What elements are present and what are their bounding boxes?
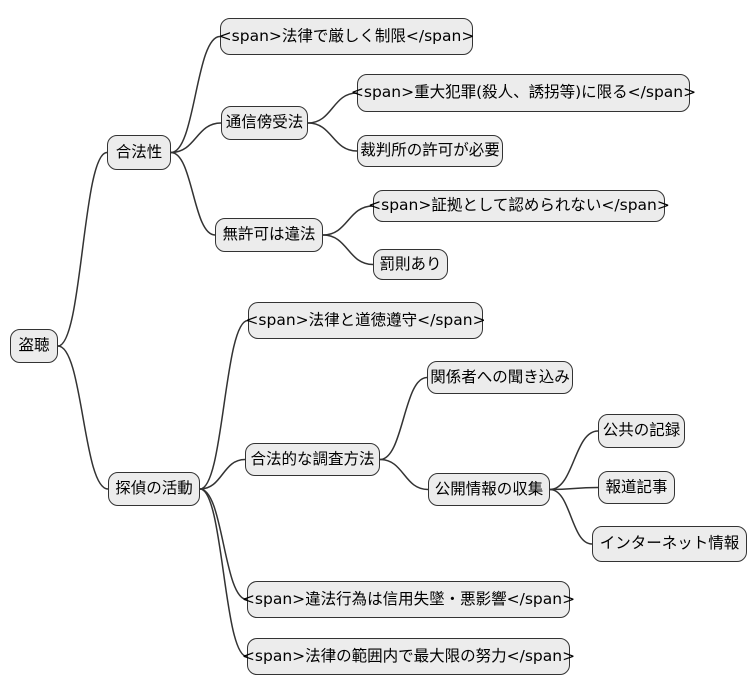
mindmap-node-label: <span>違法行為は信用失墜・悪影響</span> (241, 589, 576, 608)
mindmap-node-label: 報道記事 (605, 477, 668, 496)
mindmap-node-root: 盗聴 (10, 329, 58, 363)
mindmap-node-label: 合法的な調査方法 (250, 449, 375, 468)
mindmap-node-public-records: 公共の記録 (598, 414, 685, 448)
mindmap-node-label: 探偵の活動 (115, 479, 193, 498)
mindmap-node-label: 公開情報の収集 (434, 479, 544, 498)
mindmap-edge-root-legality (57, 151, 108, 347)
mindmap-edge-detective-illegal-acts (199, 488, 248, 601)
mindmap-node-public-info: 公開情報の収集 (428, 473, 550, 506)
mindmap-edge-wiretap-law-court-permission (307, 122, 358, 152)
mindmap-node-interviews: 関係者への聞き込み (427, 361, 573, 394)
mindmap-node-unauthorized: 無許可は違法 (215, 218, 323, 252)
mindmap-node-illegal-acts: <span>違法行為は信用失墜・悪影響</span> (242, 581, 575, 618)
mindmap-edge-unauthorized-penalty (322, 234, 374, 266)
mindmap-node-wiretap-law: 通信傍受法 (221, 106, 308, 140)
mindmap-node-label: 公共の記録 (602, 421, 681, 440)
mindmap-node-label: インターネット情報 (599, 534, 740, 553)
mindmap-node-court-permission: 裁判所の許可が必要 (357, 135, 503, 167)
mindmap-edge-legality-wiretap-law (170, 122, 222, 154)
mindmap-edge-root-detective (57, 345, 109, 490)
mindmap-edge-public-info-public-records (549, 430, 599, 491)
mindmap-node-label: 盗聴 (18, 336, 50, 355)
mindmap-node-detective: 探偵の活動 (108, 472, 200, 506)
mindmap-node-internet-info: インターネット情報 (592, 526, 747, 562)
mindmap-edge-legality-strict-limit (170, 35, 221, 154)
mindmap-node-label: <span>法律で厳しく制限</span> (218, 26, 475, 45)
mindmap-node-label: 関係者への聞き込み (430, 367, 570, 386)
mindmap-node-serious-crimes: <span>重大犯罪(殺人、誘拐等)に限る</span> (351, 74, 696, 112)
mindmap-node-label: <span>法律と道徳遵守</span> (245, 310, 486, 329)
mindmap-edge-public-info-news-articles (549, 486, 599, 491)
mindmap-edge-legal-methods-public-info (379, 458, 429, 491)
mindmap-edge-legality-unauthorized (170, 151, 216, 236)
mindmap-node-label: 合法性 (115, 142, 163, 161)
mindmap-edge-legal-methods-interviews (379, 376, 428, 461)
mindmap-node-label: <span>法律の範囲内で最大限の努力</span> (241, 646, 576, 665)
mindmap-node-penalty: 罰則あり (373, 249, 448, 280)
mindmap-node-law-morals: <span>法律と道徳遵守</span> (245, 302, 486, 339)
mindmap-edge-detective-max-effort (199, 488, 248, 658)
mindmap-node-label: 裁判所の許可が必要 (360, 141, 500, 160)
mindmap-node-label: 無許可は違法 (222, 225, 316, 244)
mindmap-node-legality: 合法性 (107, 135, 171, 170)
mindmap-edge-detective-law-morals (199, 319, 249, 490)
mindmap-node-label: <span>重大犯罪(殺人、誘拐等)に限る</span> (350, 83, 697, 102)
mindmap-edge-public-info-internet-info (549, 488, 593, 545)
mindmap-edge-wiretap-law-serious-crimes (307, 92, 358, 124)
mindmap-node-max-effort: <span>法律の範囲内で最大限の努力</span> (242, 638, 575, 675)
mindmap-node-strict-limit: <span>法律で厳しく制限</span> (218, 18, 475, 55)
mindmap-node-not-evidence: <span>証拠として認められない</span> (368, 190, 670, 222)
mindmap-edge-unauthorized-not-evidence (322, 205, 374, 236)
mindmap-node-label: <span>証拠として認められない</span> (368, 196, 670, 215)
mindmap-node-legal-methods: 合法的な調査方法 (245, 443, 380, 476)
mindmap-edge-detective-legal-methods (199, 458, 246, 490)
mindmap-node-news-articles: 報道記事 (598, 471, 675, 504)
mindmap-node-label: 罰則あり (379, 254, 442, 273)
mindmap-node-label: 通信傍受法 (225, 113, 304, 132)
